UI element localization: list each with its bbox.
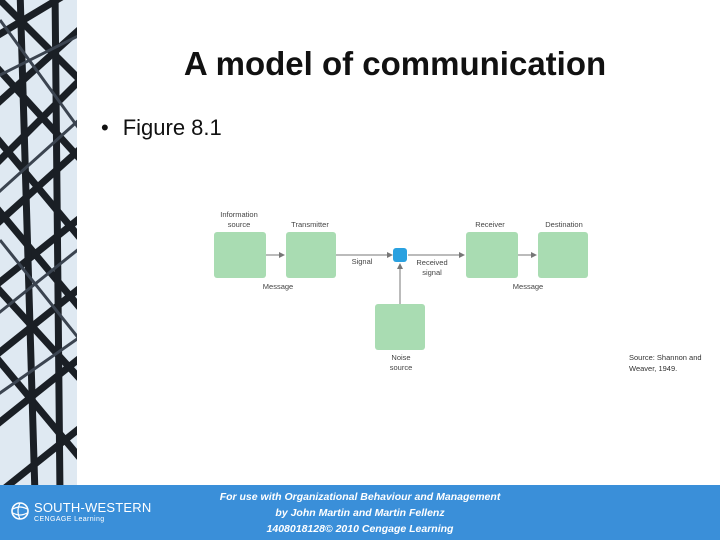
noise-source-box [375,304,425,350]
bullet-item: • Figure 8.1 [101,115,222,141]
signal-label: Signal [352,257,373,266]
brand-subtitle: CENGAGE Learning [34,516,105,523]
communication-model-diagram: Information source Transmitter Receiver … [214,210,588,372]
footer-credit-line-3: 1408018128© 2010 Cengage Learning [266,523,454,535]
receiver-box [466,232,518,278]
footer-bar: SOUTH-WESTERN CENGAGE Learning For use w… [0,485,720,540]
bullet-text: Figure 8.1 [122,115,222,140]
brand-name: SOUTH-WESTERN [34,500,152,515]
message-label-right: Message [513,282,543,291]
receiver-label: Receiver [475,220,505,229]
footer-credits: For use with Organizational Behaviour an… [190,489,530,537]
slide-title: A model of communication [183,45,607,82]
noise-source-label-2: source [390,363,413,372]
noise-source-label-1: Noise [391,353,410,362]
channel-junction [393,248,407,262]
received-signal-label-1: Received [416,258,447,267]
source-citation: Source: Shannon and Weaver, 1949. [629,352,719,374]
information-source-label-1: Information [220,210,258,219]
destination-label: Destination [545,220,583,229]
information-source-box [214,232,266,278]
footer-credit-line-2: by John Martin and Martin Fellenz [275,507,445,519]
transmitter-label: Transmitter [291,220,329,229]
globe-icon [11,502,29,520]
destination-box [538,232,588,278]
source-citation-line-2: Weaver, 1949. [629,364,678,373]
footer-credit-line-1: For use with Organizational Behaviour an… [219,491,501,503]
received-signal-label-2: signal [422,268,442,277]
bullet-dot: • [101,115,109,140]
source-citation-line-1: Source: Shannon and [629,353,702,362]
decorative-structure-image [0,0,77,485]
message-label-left: Message [263,282,293,291]
information-source-label-2: source [228,220,251,229]
transmitter-box [286,232,336,278]
